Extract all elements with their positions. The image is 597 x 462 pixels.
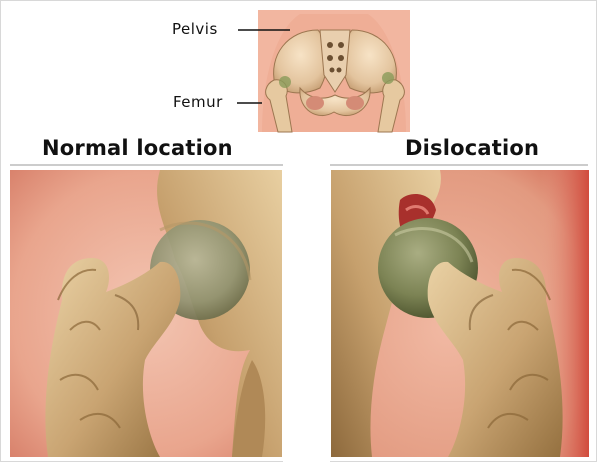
pelvis-thumbnail (258, 10, 410, 132)
panel-gutter (283, 166, 330, 462)
normal-location-heading: Normal location (42, 136, 233, 160)
pelvis-label: Pelvis (172, 20, 218, 38)
dislocated-hip-panel (331, 170, 589, 457)
dislocation-heading: Dislocation (405, 136, 539, 160)
femur-label: Femur (173, 93, 223, 111)
normal-hip-panel (10, 170, 282, 457)
